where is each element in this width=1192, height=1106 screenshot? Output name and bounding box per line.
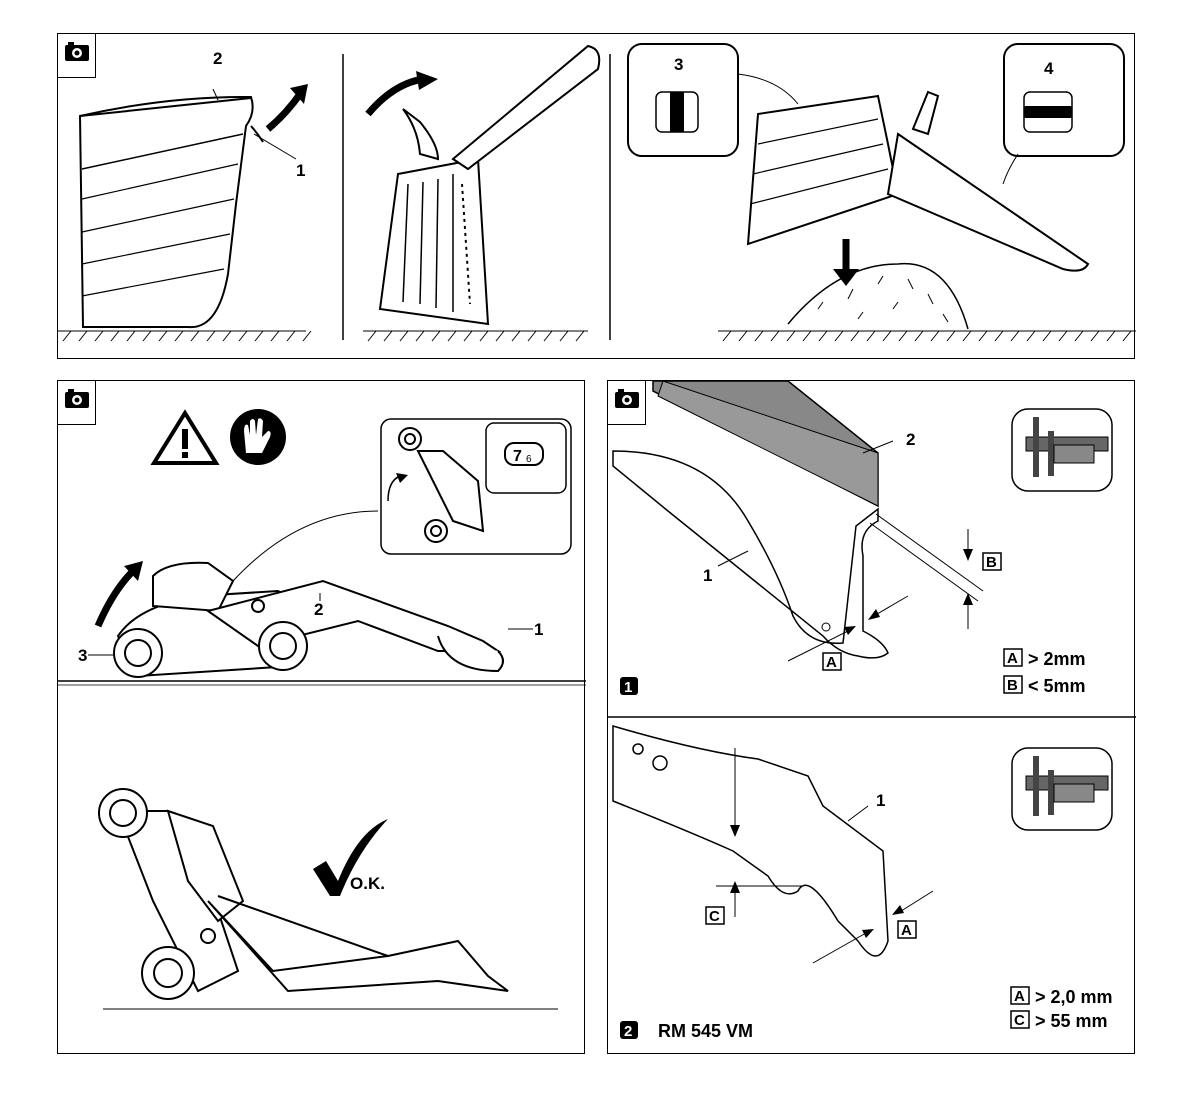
blade-check-illustration: 2 1 B A A > 2mm B < 5mm 1	[608, 381, 1136, 1055]
label-4: 4	[1044, 59, 1054, 78]
spec1-b-box: B	[1007, 677, 1018, 694]
inset-display-big: 7	[513, 448, 522, 465]
label-1: 1	[296, 161, 305, 180]
inset-display-small: 6	[526, 454, 532, 465]
panel-mower-tilting: 3 2 1 7 6 O.K.	[57, 380, 585, 1054]
label-2: 2	[314, 600, 323, 619]
spec1-a-box: A	[1007, 650, 1018, 667]
panel-grass-catcher-emptying: 1 2	[57, 33, 1135, 359]
ok-text: O.K.	[350, 874, 385, 893]
caliper-icon	[1012, 748, 1112, 830]
label-1: 1	[703, 566, 712, 585]
step-2: 2	[624, 1023, 632, 1040]
dim-a: A	[826, 654, 837, 671]
mower-tilting-illustration: 3 2 1 7 6 O.K.	[58, 381, 586, 1055]
spec2-a-box: A	[1014, 988, 1025, 1005]
caliper-icon	[1012, 409, 1112, 491]
step-1: 1	[624, 679, 632, 696]
label-2: 2	[906, 430, 915, 449]
spec2-a: > 2,0 mm	[1035, 987, 1113, 1007]
label-2: 2	[213, 49, 222, 68]
gloves-icon	[230, 409, 286, 465]
spec1-a: > 2mm	[1028, 649, 1086, 669]
panel-blade-check: 2 1 B A A > 2mm B < 5mm 1	[607, 380, 1135, 1054]
spec1-b: < 5mm	[1028, 676, 1086, 696]
grass-catcher-illustration: 1 2	[58, 34, 1136, 360]
dim-c: C	[709, 908, 720, 925]
dim-a2: A	[901, 922, 912, 939]
dim-b: B	[986, 554, 997, 571]
label-3: 3	[78, 646, 87, 665]
model-name: RM 545 VM	[658, 1021, 753, 1041]
warning-triangle-icon	[154, 413, 216, 463]
label-1: 1	[534, 620, 543, 639]
label-3: 3	[674, 55, 683, 74]
spec2-c-box: C	[1014, 1012, 1025, 1029]
label-1: 1	[876, 791, 885, 810]
spec2-c: > 55 mm	[1035, 1011, 1108, 1031]
